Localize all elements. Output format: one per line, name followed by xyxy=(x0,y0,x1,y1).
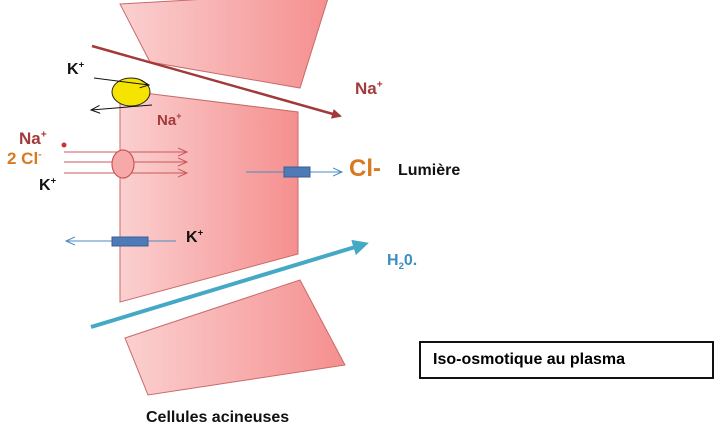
bottom-cell xyxy=(124,279,346,396)
label-h2o: H20. xyxy=(387,252,418,273)
label-k-mid: K+ xyxy=(186,227,204,246)
label-k-left: K+ xyxy=(39,175,57,194)
iso-osmotic-box: Iso-osmotique au plasma xyxy=(419,341,714,379)
central-cell xyxy=(119,89,299,303)
label-na-cell: Na+ xyxy=(157,111,182,129)
label-na-right: Na+ xyxy=(355,79,383,98)
caption: Cellules acineuses xyxy=(146,409,290,426)
label-lumiere: Lumière xyxy=(398,162,461,179)
label-na-left: Na+ xyxy=(19,129,47,148)
label-2cl-left: 2 Cl- xyxy=(7,149,42,168)
label-k-top: K+ xyxy=(67,59,85,78)
water-flow-arrow xyxy=(90,239,369,329)
k-influx-arrow xyxy=(93,77,149,85)
cl-channel xyxy=(283,166,311,178)
label-cl-right: Cl- xyxy=(349,155,381,182)
na-efflux-arrow xyxy=(91,44,342,119)
nkcc-cotransporter xyxy=(111,149,135,179)
na-k-pump xyxy=(111,77,151,107)
top-cell xyxy=(119,0,329,89)
red-dot xyxy=(61,142,67,148)
k-channel xyxy=(111,236,149,247)
iso-osmotic-text: Iso-osmotique au plasma xyxy=(433,351,626,368)
na-out-arrow xyxy=(91,104,153,110)
